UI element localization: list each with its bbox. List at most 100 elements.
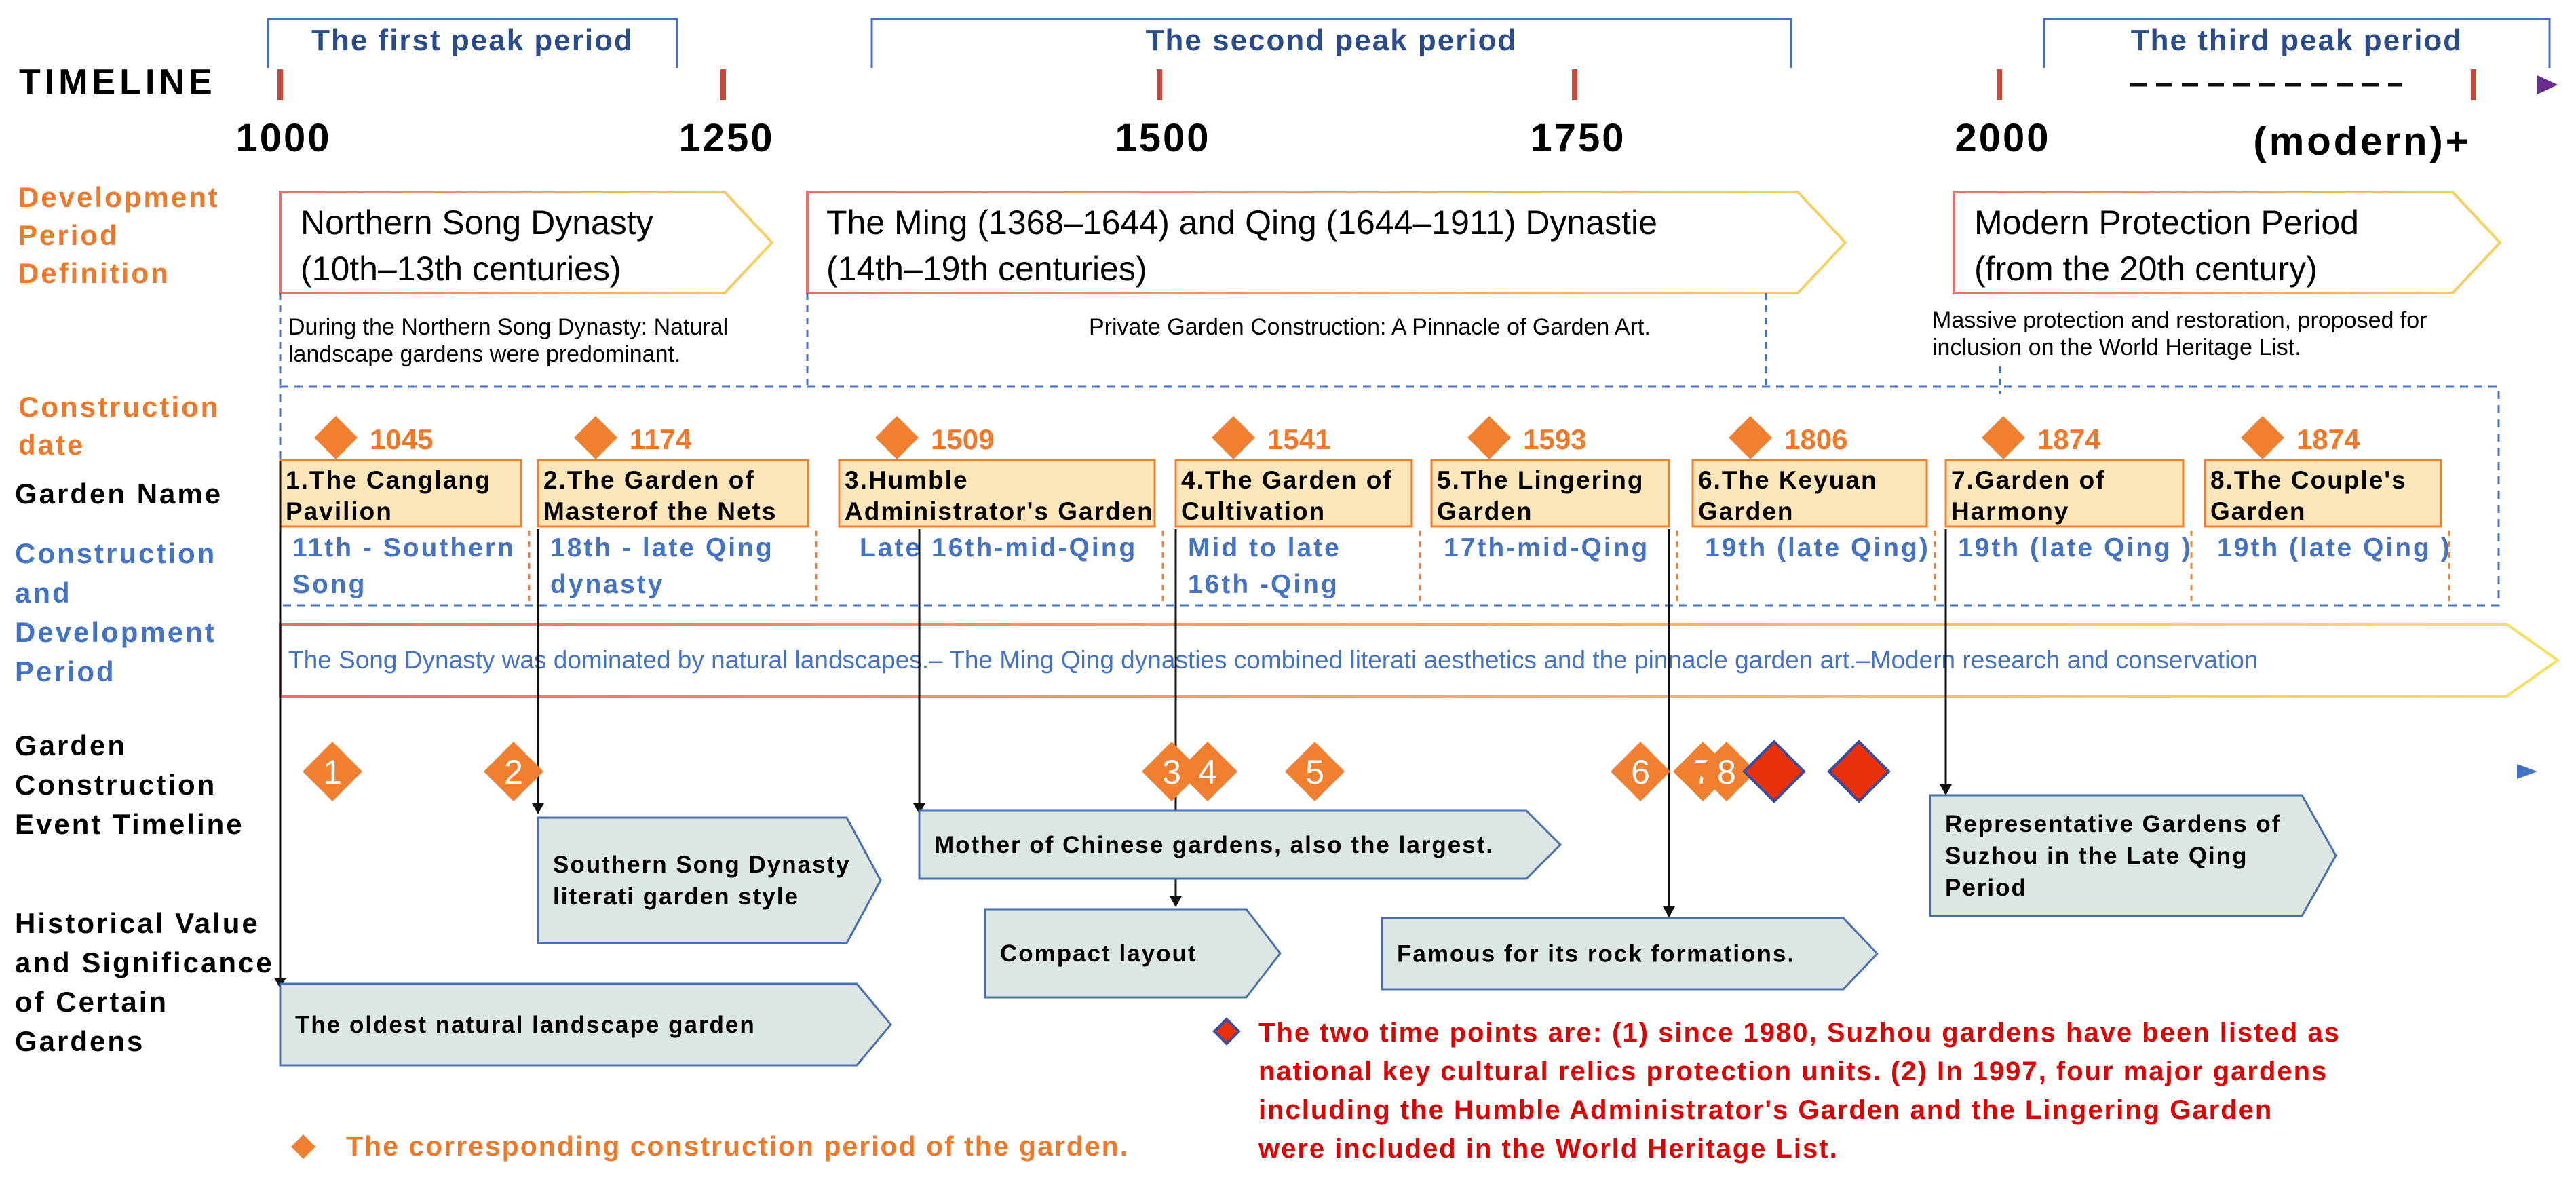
connector-arrowhead <box>1170 896 1182 907</box>
event-marker <box>1178 742 1237 801</box>
row-label-construction-period-line: Development <box>15 616 216 648</box>
event-marker <box>484 742 543 801</box>
peak-bracket <box>870 18 1792 68</box>
modern-label: (modern)+ <box>2253 119 2471 164</box>
significance-text: literati garden style <box>553 883 799 910</box>
garden-name: Administrator's Garden <box>845 497 1154 525</box>
period-desc-line: During the Northern Song Dynasty: Natura… <box>288 314 728 340</box>
garden-name: Pavilion <box>286 497 393 525</box>
legend-orange-text: The corresponding construction period of… <box>346 1130 1129 1162</box>
garden-name: Garden <box>1698 497 1794 525</box>
garden-name-box <box>1174 459 1413 528</box>
period-title: The Ming (1368–1644) and Qing (1644–1911… <box>826 204 1657 288</box>
row-label-historical-value-line: of Certain <box>15 986 168 1018</box>
period-title-line: (10th–13th centuries) <box>301 250 621 288</box>
legend-red-text-line: national key cultural relics protection … <box>1258 1056 2328 1086</box>
event-marker-number: 8 <box>1717 753 1736 791</box>
garden-period: 17th-mid-Qing <box>1444 533 1649 562</box>
significance-text: Famous for its rock formations. <box>1397 941 1795 968</box>
timeline-tick <box>1572 69 1577 100</box>
construction-date-marker <box>1982 416 2025 459</box>
construction-year: 1806 <box>1784 423 1847 455</box>
garden-period: dynasty <box>550 570 664 599</box>
period-arrow <box>1953 191 2502 294</box>
garden-name: Masterof the Nets <box>543 497 777 525</box>
significance-box <box>1381 917 1879 991</box>
construction-date-marker <box>1467 416 1511 459</box>
tick-label: 1750 <box>1530 116 1626 160</box>
event-marker <box>1142 742 1202 801</box>
timeline-arrowhead <box>2537 75 2558 94</box>
event-marker <box>1697 742 1756 801</box>
garden-name: Garden <box>2210 497 2307 525</box>
period-desc: Massive protection and restoration, prop… <box>1932 307 2427 360</box>
row-label-event-timeline-line: Event Timeline <box>15 808 244 840</box>
peak-label: The third peak period <box>2131 24 2463 57</box>
construction-date-marker <box>2241 416 2284 459</box>
garden-name-box <box>838 459 1156 528</box>
garden-name: 5.The Lingering <box>1437 466 1644 494</box>
row-label-development-period-line: Development <box>18 181 220 213</box>
period-title-line: The Ming (1368–1644) and Qing (1644–1911… <box>826 204 1657 242</box>
significance-cultivation: Compact layout <box>984 908 1282 999</box>
peak-bracket <box>2043 18 2551 68</box>
construction-year: 1509 <box>931 423 994 455</box>
peak-label: The second peak period <box>1146 24 1518 57</box>
tick-label: 1250 <box>678 116 774 160</box>
construction-date-marker <box>314 416 358 459</box>
legend-red-text-line: The two time points are: (1) since 1980,… <box>1258 1018 2341 1048</box>
garden-period: 11th - Southern <box>292 533 516 562</box>
garden-name: Harmony <box>1951 497 2069 525</box>
timeline-tick <box>277 69 283 100</box>
event-marker-number: 2 <box>504 753 523 791</box>
garden-period: 19th (late Qing) <box>1705 533 1930 562</box>
garden-name: 3.Humble <box>845 466 969 494</box>
garden-period: 18th - late Qing <box>550 533 774 562</box>
garden-name-box <box>2204 459 2442 528</box>
period-arrow <box>279 191 774 294</box>
timeline-tick <box>720 69 726 100</box>
significance-text: Representative Gardens of <box>1945 811 2281 837</box>
red-event-marker <box>1827 740 1891 803</box>
timeline-tick <box>1997 69 2002 100</box>
garden-name: 4.The Garden of <box>1181 466 1393 494</box>
event-marker <box>1285 742 1345 801</box>
period-arrow <box>806 191 1847 294</box>
garden-name: 2.The Garden of <box>543 466 755 494</box>
significance-text: Mother of Chinese gardens, also the larg… <box>934 832 1494 858</box>
event-marker-number: 6 <box>1631 753 1650 791</box>
significance-lingering: Famous for its rock formations. <box>1381 917 1879 991</box>
significance-box <box>984 908 1282 999</box>
row-label-historical-value-line: Historical Value <box>15 907 260 939</box>
garden-period: Late 16th-mid-Qing <box>860 533 1137 562</box>
garden-name: 8.The Couple's <box>2210 466 2407 494</box>
period-desc: During the Northern Song Dynasty: Natura… <box>288 314 728 367</box>
garden-period: Song <box>292 570 366 599</box>
significance-humble-administrator: Mother of Chinese gardens, also the larg… <box>918 809 1562 880</box>
construction-year: 1874 <box>2296 423 2360 455</box>
tick-label: 2000 <box>1955 116 2050 160</box>
significance-text: Period <box>1945 875 2027 901</box>
period-title-line: (from the 20th century) <box>1974 250 2318 288</box>
significance-canglang: The oldest natural landscape garden <box>279 982 892 1067</box>
construction-date-marker <box>574 416 617 459</box>
construction-year: 1174 <box>630 423 692 455</box>
row-label-construction-period-line: Construction <box>15 537 216 569</box>
timeline-label: TIMELINE <box>19 62 216 102</box>
garden-name-box <box>279 459 522 528</box>
row-label-historical-value-line: and Significance <box>15 947 274 978</box>
row-label-construction-period-line: and <box>15 577 72 609</box>
legend-red-text-line: were included in the World Heritage List… <box>1258 1134 1839 1164</box>
garden-name: Garden <box>1437 497 1533 525</box>
garden-name-box <box>1691 459 1928 528</box>
significance-text: Compact layout <box>1000 940 1197 967</box>
row-label-construction-period-line: Period <box>15 655 116 687</box>
connector-arrowhead <box>532 803 544 814</box>
